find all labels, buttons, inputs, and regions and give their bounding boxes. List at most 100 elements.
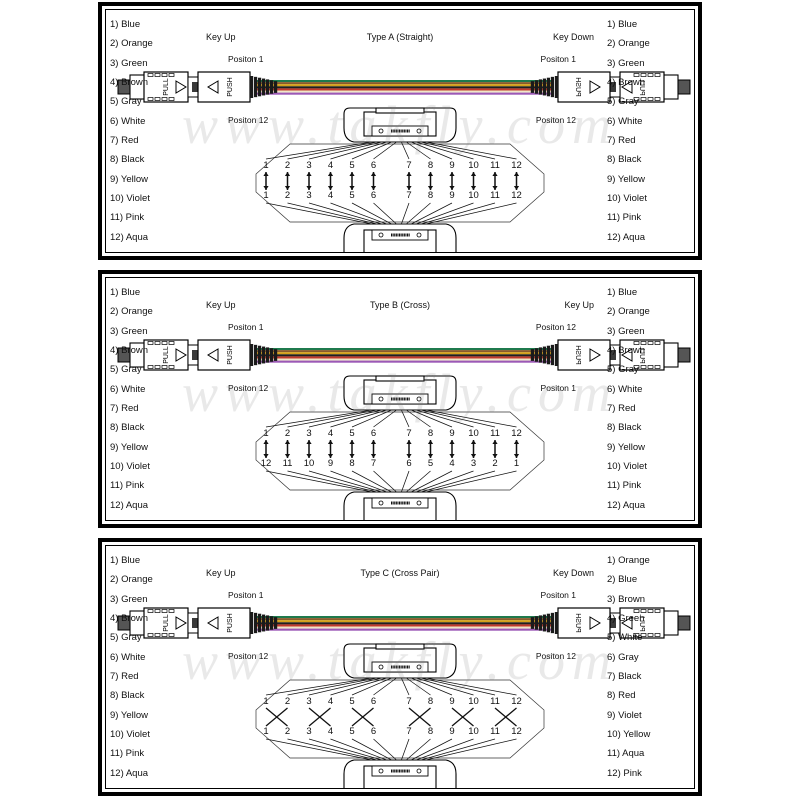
- legend-item: 4) Green: [607, 612, 645, 624]
- legend-item: 12) Aqua: [607, 499, 646, 511]
- svg-text:9: 9: [449, 726, 454, 737]
- legend-item: 9) Violet: [607, 709, 642, 721]
- svg-text:11: 11: [283, 458, 293, 469]
- svg-text:2: 2: [285, 190, 290, 201]
- legend-item: 11) Pink: [110, 212, 145, 224]
- legend-item: 7) Black: [607, 670, 642, 682]
- svg-text:12: 12: [261, 458, 272, 469]
- legend-item: 4) Brown: [607, 76, 646, 88]
- position-label-right-bottom: Positon 12: [535, 651, 576, 661]
- legend-item: 7) Red: [607, 134, 636, 146]
- svg-text:2: 2: [492, 458, 497, 469]
- legend-item: 6) White: [110, 383, 146, 395]
- svg-text:7: 7: [406, 696, 411, 707]
- legend-item: 3) Green: [110, 57, 148, 69]
- svg-text:4: 4: [328, 726, 333, 737]
- svg-text:7: 7: [406, 428, 411, 439]
- svg-text:2: 2: [285, 428, 290, 439]
- legend-item: 11) Pink: [607, 480, 642, 492]
- legend-item: 8) Black: [607, 422, 642, 434]
- svg-text:PULL: PULL: [638, 78, 645, 96]
- svg-text:PULL: PULL: [638, 614, 645, 632]
- legend-item: 6) Gray: [607, 651, 639, 663]
- legend-item: 5) White: [607, 632, 643, 644]
- svg-text:4: 4: [328, 696, 333, 707]
- legend-item: 11) Pink: [110, 748, 145, 760]
- svg-text:1: 1: [263, 428, 268, 439]
- svg-text:8: 8: [349, 458, 354, 469]
- svg-text:1: 1: [263, 190, 268, 201]
- svg-text:1: 1: [263, 160, 268, 171]
- panel-title: Type C (Cross Pair): [360, 568, 440, 578]
- svg-text:4: 4: [328, 190, 333, 201]
- key-orientation-right: Key Up: [564, 300, 594, 310]
- svg-text:PUSH: PUSH: [227, 77, 234, 96]
- svg-text:3: 3: [306, 696, 311, 707]
- svg-text:8: 8: [428, 190, 433, 201]
- svg-text:12: 12: [511, 726, 522, 737]
- svg-text:6: 6: [371, 726, 376, 737]
- svg-text:5: 5: [349, 160, 354, 171]
- legend-item: 11) Pink: [607, 212, 642, 224]
- legend-item: 7) Red: [110, 402, 139, 414]
- svg-text:9: 9: [449, 428, 454, 439]
- svg-text:2: 2: [285, 696, 290, 707]
- position-label-left-top: Positon 1: [228, 590, 264, 600]
- legend-item: 2) Orange: [110, 574, 153, 586]
- svg-text:3: 3: [471, 458, 476, 469]
- legend-item: 9) Yellow: [110, 173, 149, 185]
- legend-item: 3) Green: [607, 325, 645, 337]
- svg-text:8: 8: [428, 726, 433, 737]
- legend-item: 6) White: [110, 115, 146, 127]
- legend-item: 3) Green: [110, 593, 148, 605]
- key-orientation-left: Key Up: [206, 32, 236, 42]
- svg-text:5: 5: [349, 428, 354, 439]
- legend-item: 7) Red: [110, 670, 139, 682]
- legend-item: 12) Aqua: [110, 499, 149, 511]
- legend-item: 4) Brown: [607, 344, 646, 356]
- position-label-left-top: Positon 1: [228, 54, 264, 64]
- legend-item: 7) Red: [607, 402, 636, 414]
- svg-text:11: 11: [490, 726, 500, 737]
- svg-text:5: 5: [428, 458, 433, 469]
- svg-text:9: 9: [328, 458, 333, 469]
- legend-item: 1) Blue: [607, 286, 638, 298]
- legend-item: 5) Gray: [110, 96, 142, 108]
- svg-text:11: 11: [490, 190, 500, 201]
- legend-item: 10) Violet: [110, 728, 150, 740]
- svg-text:9: 9: [449, 696, 454, 707]
- legend-item: 2) Blue: [607, 574, 638, 586]
- svg-text:10: 10: [468, 726, 479, 737]
- legend-item: 8) Black: [110, 154, 145, 166]
- legend-item: 9) Yellow: [110, 709, 149, 721]
- svg-text:11: 11: [490, 428, 500, 439]
- legend-item: 9) Yellow: [110, 441, 149, 453]
- svg-text:4: 4: [328, 160, 333, 171]
- key-orientation-right: Key Down: [552, 32, 594, 42]
- panel-title: Type B (Cross): [369, 300, 430, 310]
- svg-text:10: 10: [468, 696, 479, 707]
- svg-text:11: 11: [490, 696, 500, 707]
- legend-item: 8) Black: [110, 422, 145, 434]
- svg-text:12: 12: [511, 160, 522, 171]
- legend-item: 2) Orange: [607, 306, 650, 318]
- legend-item: 10) Violet: [607, 460, 647, 472]
- svg-text:1: 1: [263, 726, 268, 737]
- svg-text:5: 5: [349, 190, 354, 201]
- legend-item: 12) Aqua: [607, 231, 646, 243]
- legend-item: 4) Brown: [110, 612, 149, 624]
- svg-text:12: 12: [511, 190, 522, 201]
- svg-text:PUSH: PUSH: [574, 345, 581, 364]
- svg-text:7: 7: [406, 190, 411, 201]
- svg-text:7: 7: [406, 726, 411, 737]
